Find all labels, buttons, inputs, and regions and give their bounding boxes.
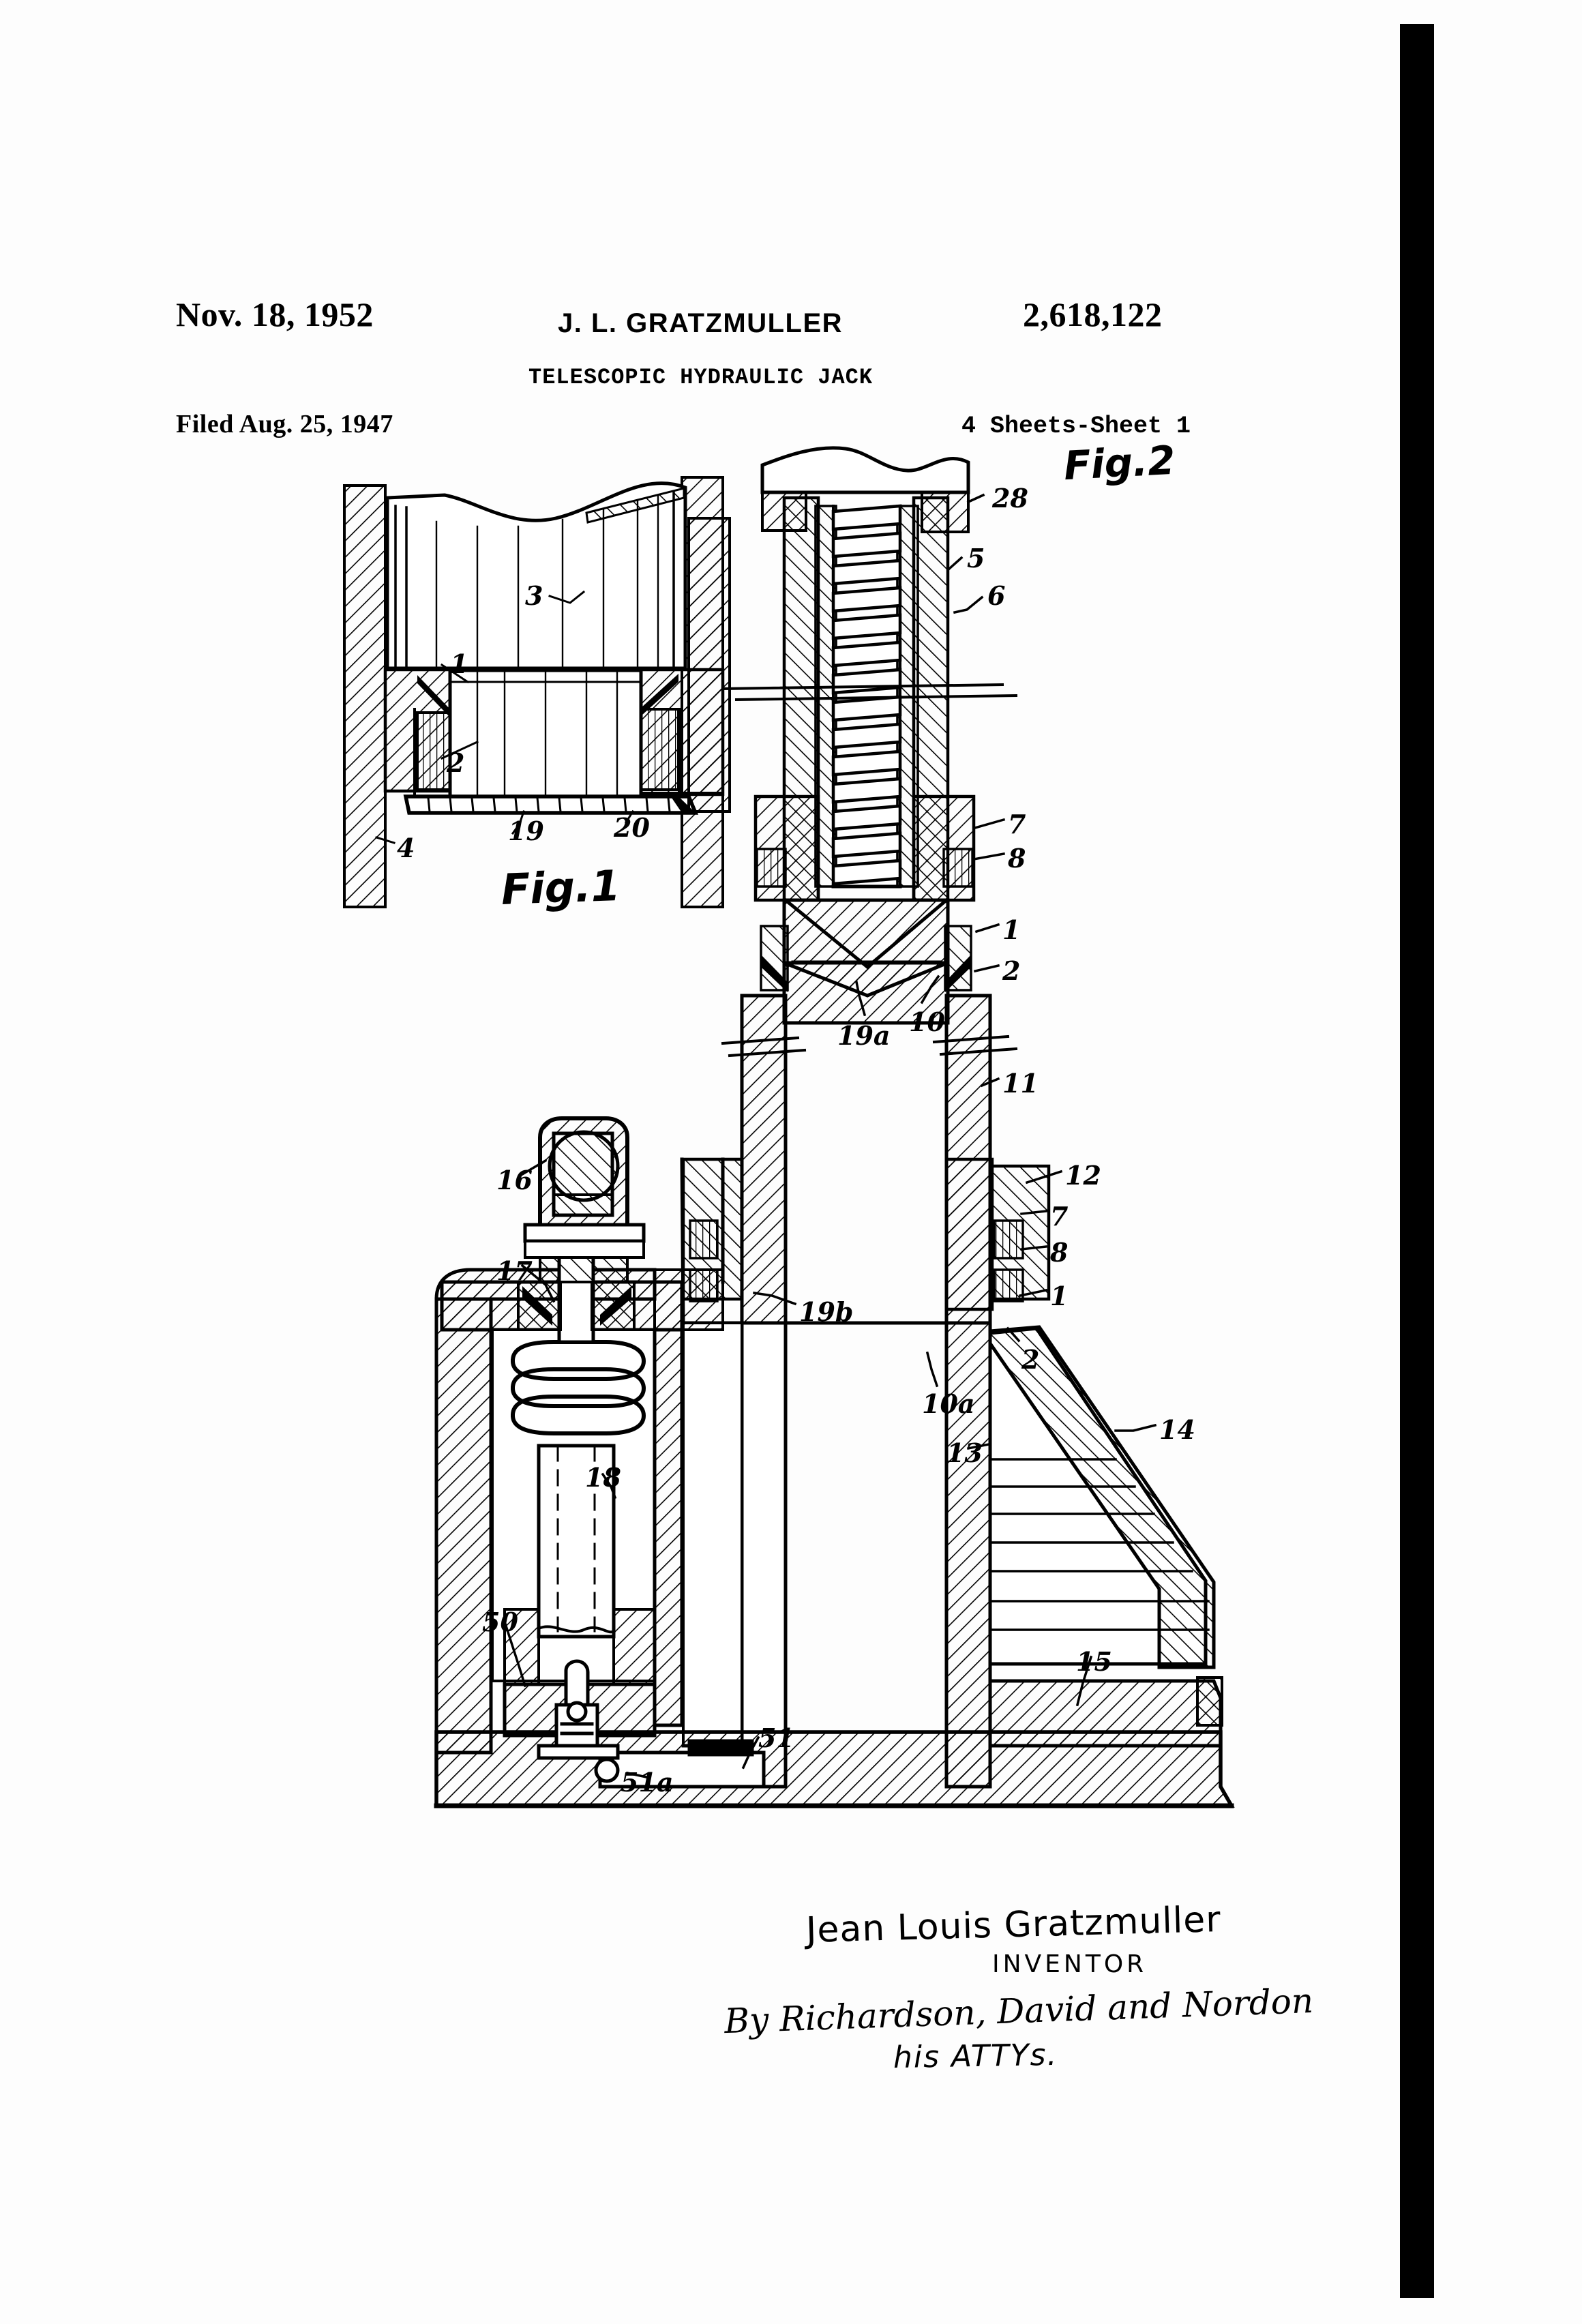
reference-numeral-19a: 19a — [837, 1020, 891, 1051]
reference-numeral-2: 2 — [447, 747, 465, 778]
reference-numeral-8: 8 — [1008, 843, 1026, 874]
figure-1-caption: Fig.1 — [500, 860, 621, 915]
reference-numeral-12: 12 — [1065, 1160, 1101, 1191]
figure-2-drawing — [434, 446, 1235, 1808]
reference-numeral-20: 20 — [614, 812, 650, 843]
reference-numeral-2: 2 — [1002, 955, 1021, 986]
inventor-name-header: J. L. GRATZMULLER — [558, 308, 844, 338]
reference-numeral-51a: 51a — [621, 1767, 674, 1798]
reference-numeral-7: 7 — [1050, 1201, 1069, 1232]
sheet-number: 4 Sheets-Sheet 1 — [961, 413, 1191, 440]
patent-number: 2,618,122 — [1023, 295, 1163, 333]
reference-numeral-15: 15 — [1076, 1646, 1112, 1677]
scan-edge-artifact — [1400, 24, 1434, 2298]
reference-numeral-7: 7 — [1008, 809, 1026, 839]
filing-date: Filed Aug. 25, 1947 — [176, 410, 393, 438]
reference-numeral-17: 17 — [496, 1255, 533, 1286]
reference-numeral-8: 8 — [1050, 1237, 1069, 1268]
figure-2-caption: Fig.2 — [1062, 436, 1177, 490]
reference-numeral-50: 50 — [482, 1607, 518, 1637]
reference-numeral-19: 19 — [508, 816, 544, 846]
reference-numeral-16: 16 — [496, 1165, 533, 1195]
reference-numeral-14: 14 — [1159, 1414, 1195, 1445]
reference-numeral-11: 11 — [1002, 1068, 1039, 1099]
attorney-label: his ATTYs. — [893, 2037, 1058, 2076]
reference-numeral-1: 1 — [1050, 1281, 1069, 1311]
reference-numeral-6: 6 — [987, 580, 1006, 611]
reference-numeral-3: 3 — [525, 580, 543, 611]
inventor-signature: Jean Louis Gratzmuller — [805, 1899, 1222, 1951]
reference-numeral-13: 13 — [946, 1437, 983, 1468]
reference-numeral-2: 2 — [1021, 1344, 1040, 1375]
reference-numeral-1: 1 — [450, 649, 468, 679]
attorney-signature: By Richardson, David and Nordon — [723, 1980, 1314, 2042]
reference-numeral-1: 1 — [1002, 914, 1021, 945]
reference-numeral-10: 10 — [909, 1007, 945, 1037]
reference-numeral-18: 18 — [585, 1462, 621, 1493]
reference-numeral-10a: 10a — [922, 1388, 975, 1419]
reference-numeral-4: 4 — [397, 833, 415, 863]
patent-title: TELESCOPIC HYDRAULIC JACK — [528, 365, 874, 390]
patent-date: Nov. 18, 1952 — [176, 295, 374, 333]
reference-numeral-28: 28 — [992, 483, 1028, 513]
reference-numeral-19b: 19b — [799, 1296, 854, 1327]
reference-numeral-51: 51 — [758, 1723, 794, 1753]
inventor-label: INVENTOR — [992, 1950, 1148, 1978]
reference-numeral-5: 5 — [967, 543, 985, 573]
